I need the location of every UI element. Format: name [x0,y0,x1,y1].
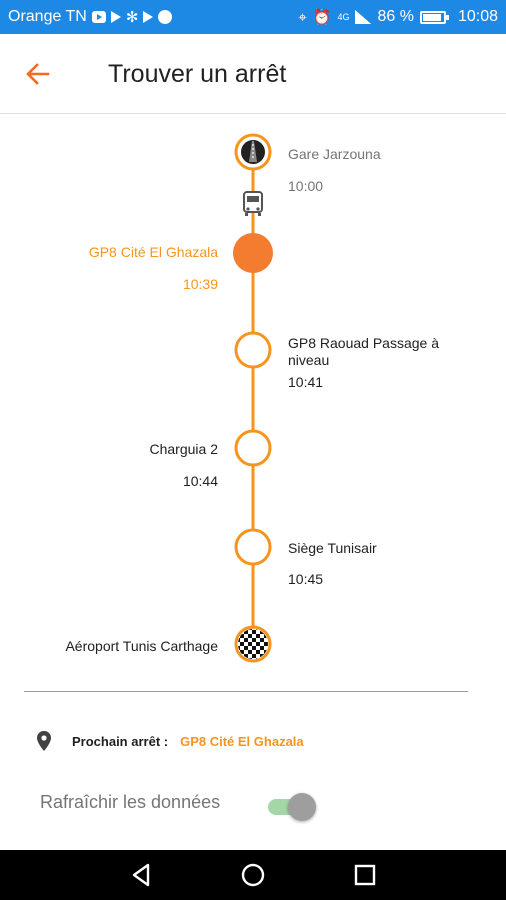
stop-name[interactable]: Aéroport Tunis Carthage [65,638,218,654]
next-stop-value: GP8 Cité El Ghazala [180,733,304,749]
nav-recents-button[interactable] [350,860,380,890]
page-title: Trouver un arrêt [108,60,287,88]
snowflake-icon: ✻ [125,8,139,26]
stop-marker-start [234,133,272,171]
refresh-label: Rafraîchir les données [40,792,221,812]
alarm-icon: ⏰ [312,8,332,26]
bus-icon [243,191,263,216]
stop-marker-upcoming [234,331,272,369]
stop-marker-end [234,625,272,663]
stop-marker-current [233,233,273,273]
toggle-thumb [288,793,316,821]
stop-time: 10:45 [288,571,324,587]
battery-percent: 86 % [377,8,414,25]
battery-icon [419,10,449,24]
stop-name[interactable]: Siège Tunisair [288,540,377,556]
network-type: 4G [337,12,350,22]
stop-marker-upcoming [234,429,272,467]
stop-name-current[interactable]: GP8 Cité El Ghazala [88,244,218,260]
status-bar-right: ⌖ ⏰ 4G 86 % 10:08 [298,8,498,26]
nav-back-icon [132,863,150,887]
nav-home-icon [241,863,265,887]
nav-home-button[interactable] [238,860,268,890]
refresh-toggle[interactable] [268,792,316,822]
status-bar-left: Orange TN ✻ [8,8,173,26]
carrier-name: Orange TN [8,8,87,25]
system-nav-bar [0,850,506,900]
section-divider [24,691,468,692]
back-button[interactable] [22,58,54,90]
youtube-icon [91,11,106,23]
play-store-icon-2 [143,11,154,23]
nav-back-button[interactable] [126,860,156,890]
route-timeline: Gare Jarzouna 10:00 GP8 Cité El Ghazala … [0,114,506,684]
stop-name[interactable]: Charguia 2 [149,441,219,457]
stop-time: 10:44 [182,473,218,489]
stop-time-current: 10:39 [182,276,218,292]
messenger-icon [158,10,173,24]
next-stop-label: Prochain arrêt : [72,733,169,749]
stop-name[interactable]: Gare Jarzouna [288,146,381,162]
app-bar: Trouver un arrêt [0,34,506,114]
stop-time: 10:00 [288,178,324,194]
map-pin-icon [37,731,51,751]
clock: 10:08 [457,8,498,25]
stop-time: 10:41 [288,374,324,390]
location-icon: ⌖ [298,8,307,26]
stop-name[interactable]: GP8 Raouad Passage à niveau [288,335,439,368]
next-stop-row: Prochain arrêt : GP8 Cité El Ghazala [36,728,304,754]
nav-recents-icon [354,864,376,886]
route-line-graphic [233,133,273,663]
signal-icon [355,10,372,24]
play-store-icon [110,11,121,23]
arrow-left-icon [26,63,50,85]
stop-marker-upcoming [234,528,272,566]
status-bar: Orange TN ✻ ⌖ ⏰ 4G 86 % 10:08 [0,0,506,34]
